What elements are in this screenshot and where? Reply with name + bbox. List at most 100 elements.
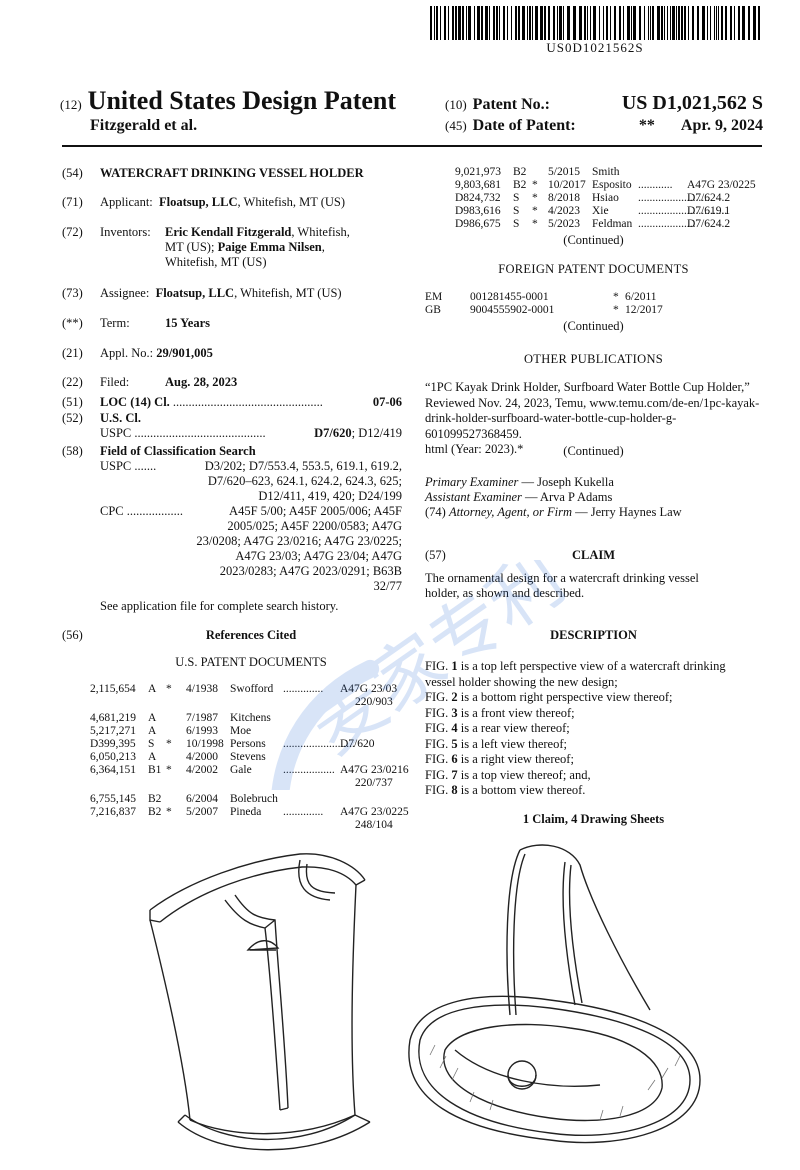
- barcode-bar: [436, 6, 438, 40]
- patent-date: Apr. 9, 2024: [680, 117, 763, 134]
- barcode-bar: [590, 6, 591, 40]
- term-value: 15 Years: [165, 316, 211, 330]
- foreign-heading: FOREIGN PATENT DOCUMENTS: [498, 262, 689, 276]
- field-term: (**) Term:15 Years: [62, 316, 211, 330]
- barcode-bar: [481, 6, 483, 40]
- barcode-bar: [610, 6, 611, 40]
- barcode-bar: [499, 6, 500, 40]
- inventor-2: Paige Emma Nilsen: [217, 240, 322, 254]
- barcode-bar: [734, 6, 735, 40]
- barcode-bar: [515, 6, 517, 40]
- barcode-bar: [553, 6, 555, 40]
- claim-text: The ornamental design for a watercraft d…: [425, 571, 699, 600]
- barcode-bar: [573, 6, 576, 40]
- barcode-bar: [485, 6, 488, 40]
- label-10: (10): [445, 97, 467, 112]
- barcode-bar: [448, 6, 449, 40]
- field-54: (54) WATERCRAFT DRINKING VESSEL HOLDER: [62, 166, 402, 181]
- patent-number-block: (10)Patent No.: US D1,021,562 S (45)Date…: [445, 92, 763, 142]
- field-72: (72) Inventors: Eric Kendall Fitzgerald,…: [62, 225, 350, 269]
- barcode-bar: [458, 6, 461, 40]
- barcode-bar: [468, 6, 471, 40]
- applicant-name: Floatsup, LLC: [159, 195, 238, 209]
- search-history-note: See application file for complete search…: [100, 599, 339, 613]
- barcode-bar: [619, 6, 621, 40]
- barcode-bar: [678, 6, 680, 40]
- label-45: (45): [445, 118, 467, 133]
- barcode-bar: [657, 6, 660, 40]
- barcode-bar: [725, 6, 727, 40]
- continued-1: (Continued): [563, 233, 624, 247]
- barcode-bar: [718, 6, 719, 40]
- barcode-bar: [557, 6, 558, 40]
- barcode-bar: [452, 6, 454, 40]
- barcode-bar: [631, 6, 632, 40]
- uspc-main: D7/620: [314, 426, 352, 440]
- barcode-bar: [650, 6, 651, 40]
- barcode-bar: [627, 6, 630, 40]
- barcode-bar: [430, 6, 432, 40]
- barcode-bar: [710, 6, 711, 40]
- claim-section: (57) CLAIM The ornamental design for a w…: [425, 548, 762, 601]
- barcode-bar: [493, 6, 495, 40]
- barcode-bar: [532, 6, 533, 40]
- barcode-bar: [606, 6, 608, 40]
- inventors-short: Fitzgerald et al.: [90, 117, 198, 134]
- barcode-bar: [563, 6, 564, 40]
- inventor-1: Eric Kendall Fitzgerald: [165, 225, 292, 239]
- field-71: (71) Applicant: Floatsup, LLC, Whitefish…: [62, 195, 346, 209]
- barcode-bar: [688, 6, 689, 40]
- patent-no-label: Patent No.:: [472, 96, 550, 113]
- examiners: Primary Examiner — Joseph Kukella Assist…: [425, 475, 682, 519]
- barcode-bar: [614, 6, 616, 40]
- barcode-bar: [544, 6, 546, 40]
- field-73: (73) Assignee: Floatsup, LLC, Whitefish,…: [62, 286, 342, 300]
- references-heading: References Cited: [205, 628, 297, 642]
- barcode-bar: [584, 6, 586, 40]
- barcode-bar: [702, 6, 705, 40]
- filed-date: Aug. 28, 2023: [165, 375, 238, 389]
- barcode-number: US0D1021562S: [546, 40, 644, 55]
- barcode-bar: [639, 6, 641, 40]
- us-patent-docs-heading: U.S. PATENT DOCUMENTS: [175, 655, 327, 669]
- barcode-bar: [503, 6, 505, 40]
- barcode-bar: [603, 6, 604, 40]
- field-22: (22) Filed:Aug. 28, 2023: [62, 375, 238, 389]
- barcode-bar: [707, 6, 708, 40]
- other-pubs-text: “1PC Kayak Drink Holder, Surfboard Water…: [425, 380, 760, 456]
- barcode-bar: [644, 6, 645, 40]
- barcode-bar: [444, 6, 446, 40]
- barcode-bar: [548, 6, 550, 40]
- field-21: (21) Appl. No.: 29/901,005: [62, 346, 213, 360]
- barcode-bar: [681, 6, 683, 40]
- barcode-bar: [692, 6, 694, 40]
- us-reference-class2: 220/737: [355, 777, 393, 789]
- barcode-bar: [742, 6, 745, 40]
- barcode-bar: [748, 6, 750, 40]
- barcode-bar: [648, 6, 649, 40]
- barcode-bar: [466, 6, 467, 40]
- design-title: WATERCRAFT DRINKING VESSEL HOLDER: [100, 166, 364, 180]
- barcode-bar: [672, 6, 675, 40]
- barcode-bar: [477, 6, 480, 40]
- barcode-bar: [507, 6, 508, 40]
- barcode-bar: [758, 6, 760, 40]
- description-heading: DESCRIPTION: [550, 628, 637, 642]
- date-mark: **: [638, 117, 655, 134]
- attorney: — Jerry Haynes Law: [571, 505, 682, 519]
- barcode-bar: [667, 6, 668, 40]
- other-pubs-heading: OTHER PUBLICATIONS: [523, 352, 664, 366]
- date-label: Date of Patent:: [472, 117, 576, 134]
- field-56: (56) References Cited U.S. PATENT DOCUME…: [62, 628, 402, 670]
- barcode-bar: [440, 6, 441, 40]
- barcode-bar: [455, 6, 457, 40]
- description-text: FIG. 1 is a top left perspective view of…: [425, 659, 726, 797]
- barcode-bar: [684, 6, 686, 40]
- header-divider: [62, 145, 762, 147]
- barcode-bar: [474, 6, 475, 40]
- barcode-bar: [522, 6, 525, 40]
- barcode-bar: [540, 6, 543, 40]
- barcode-bar: [670, 6, 671, 40]
- barcode-bar: [511, 6, 512, 40]
- barcode-bar: [434, 6, 435, 40]
